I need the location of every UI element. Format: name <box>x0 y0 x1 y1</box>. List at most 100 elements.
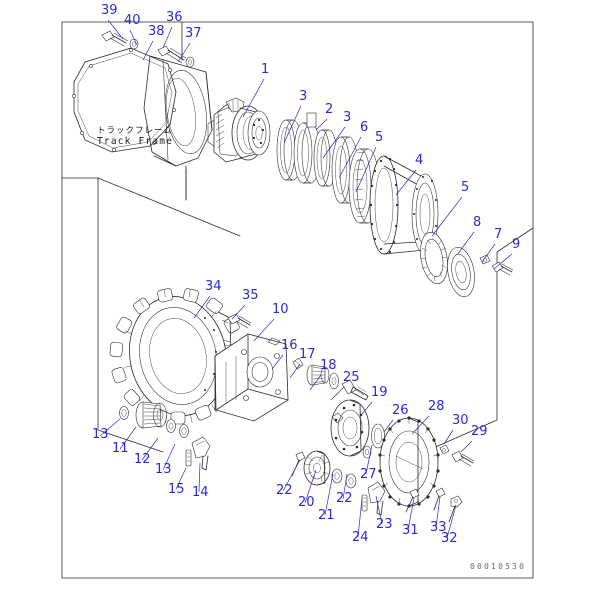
part-20-planetary-gear <box>303 450 331 486</box>
leader-line-28 <box>411 415 430 435</box>
callout-26: 26 <box>392 403 409 418</box>
leader-line-18 <box>309 374 322 391</box>
part-6-bearing-carrier <box>331 136 359 204</box>
document-id: 00010530 <box>470 562 527 571</box>
part-25-shaft <box>341 379 369 401</box>
leader-line-24 <box>357 497 363 538</box>
callout-12: 12 <box>134 452 151 467</box>
part-27-ring <box>362 445 372 459</box>
leader-line-32 <box>446 504 457 539</box>
callout-34: 34 <box>205 279 222 294</box>
callout-23: 23 <box>376 517 393 532</box>
leader-line-13 <box>162 443 176 471</box>
leader-line-34 <box>193 295 211 319</box>
leader-line-25 <box>330 386 345 401</box>
part-28-ring-gear <box>378 416 440 508</box>
callout-4: 4 <box>415 153 424 168</box>
leader-line-3 <box>322 126 346 159</box>
part-13-oring-a <box>119 406 129 420</box>
callout-37: 37 <box>185 26 202 41</box>
callout-18: 18 <box>320 358 337 373</box>
leader-line-15 <box>175 467 187 490</box>
leader-line-37 <box>177 42 191 63</box>
part-8-floating-seal <box>447 246 475 298</box>
callout-20: 20 <box>298 495 315 510</box>
callout-24: 24 <box>352 530 369 545</box>
part-21-washer <box>331 468 343 484</box>
part-22-ring-b <box>345 473 357 489</box>
leader-line-30 <box>443 429 454 445</box>
part-5-bearing-right <box>420 231 448 285</box>
part-13-oring-b <box>179 424 189 438</box>
leader-line-12 <box>141 437 159 461</box>
leader-line-16 <box>271 354 284 370</box>
callout-39: 39 <box>101 3 118 18</box>
part-19-drive-flange <box>330 399 370 457</box>
callout-21: 21 <box>318 508 335 523</box>
callout-5: 5 <box>461 180 470 195</box>
callout-3: 3 <box>299 89 308 104</box>
part-15-pin <box>185 449 192 467</box>
part-14-bracket <box>191 436 211 471</box>
part-18-washer <box>329 372 339 390</box>
callout-13: 13 <box>155 462 172 477</box>
part-38-cover-plate <box>72 47 177 153</box>
track-frame-label-jp: トラックフレーム <box>97 126 173 136</box>
callout-6: 6 <box>360 120 369 135</box>
callout-19: 19 <box>371 385 388 400</box>
callout-22: 22 <box>276 483 293 498</box>
callout-29: 29 <box>471 424 488 439</box>
leader-line-21 <box>324 473 334 516</box>
part-9-bolt <box>491 261 514 276</box>
leader-line-13 <box>99 418 121 437</box>
callout-31: 31 <box>402 523 419 538</box>
part-31-bolt <box>405 488 420 513</box>
part-10-cover-housing <box>214 333 289 422</box>
part-26-oring <box>371 423 385 449</box>
leader-line-33 <box>435 496 441 528</box>
callout-33: 33 <box>430 520 447 535</box>
leader-line-39 <box>107 19 124 40</box>
callout-9: 9 <box>512 237 521 252</box>
part-35-bolt <box>227 313 252 329</box>
leader-line-4 <box>395 169 417 196</box>
leader-line-6 <box>338 136 362 179</box>
leader-line-26 <box>383 419 394 433</box>
callout-13: 13 <box>92 427 109 442</box>
leader-line-5 <box>431 196 463 237</box>
callout-27: 27 <box>360 467 377 482</box>
leader-line-31 <box>407 497 415 531</box>
leader-line-9 <box>493 253 513 270</box>
leader-line-22 <box>342 473 348 500</box>
part-22-bolt-a <box>291 451 306 477</box>
leader-line-5 <box>355 146 377 193</box>
leader-line-20 <box>304 469 317 504</box>
part-23-bracket <box>367 481 386 516</box>
part-33-bolt <box>433 487 446 511</box>
callout-17: 17 <box>299 347 316 362</box>
leader-line-11 <box>119 426 137 450</box>
leader-line-35 <box>231 304 246 320</box>
callout-22: 22 <box>336 491 353 506</box>
callout-35: 35 <box>242 288 259 303</box>
part-32-nut <box>448 495 463 523</box>
part-39-bolt <box>101 30 129 47</box>
leader-line-10 <box>253 318 275 342</box>
leader-line-29 <box>460 440 473 453</box>
callout-leader-lines <box>99 19 513 539</box>
part-11-pinion-gear <box>135 401 167 429</box>
part-5-bearing-left <box>348 148 380 224</box>
part-3-seal-ring-a <box>276 119 303 181</box>
callout-28: 28 <box>428 399 445 414</box>
callout-25: 25 <box>343 370 360 385</box>
callout-15: 15 <box>168 482 185 497</box>
part-16-pin <box>292 357 304 370</box>
leader-line-17 <box>289 363 301 379</box>
callout-38: 38 <box>148 24 165 39</box>
leader-line-14 <box>198 462 201 493</box>
leader-line-22 <box>282 459 301 492</box>
part-7-plug <box>479 254 491 265</box>
callout-16: 16 <box>281 338 298 353</box>
